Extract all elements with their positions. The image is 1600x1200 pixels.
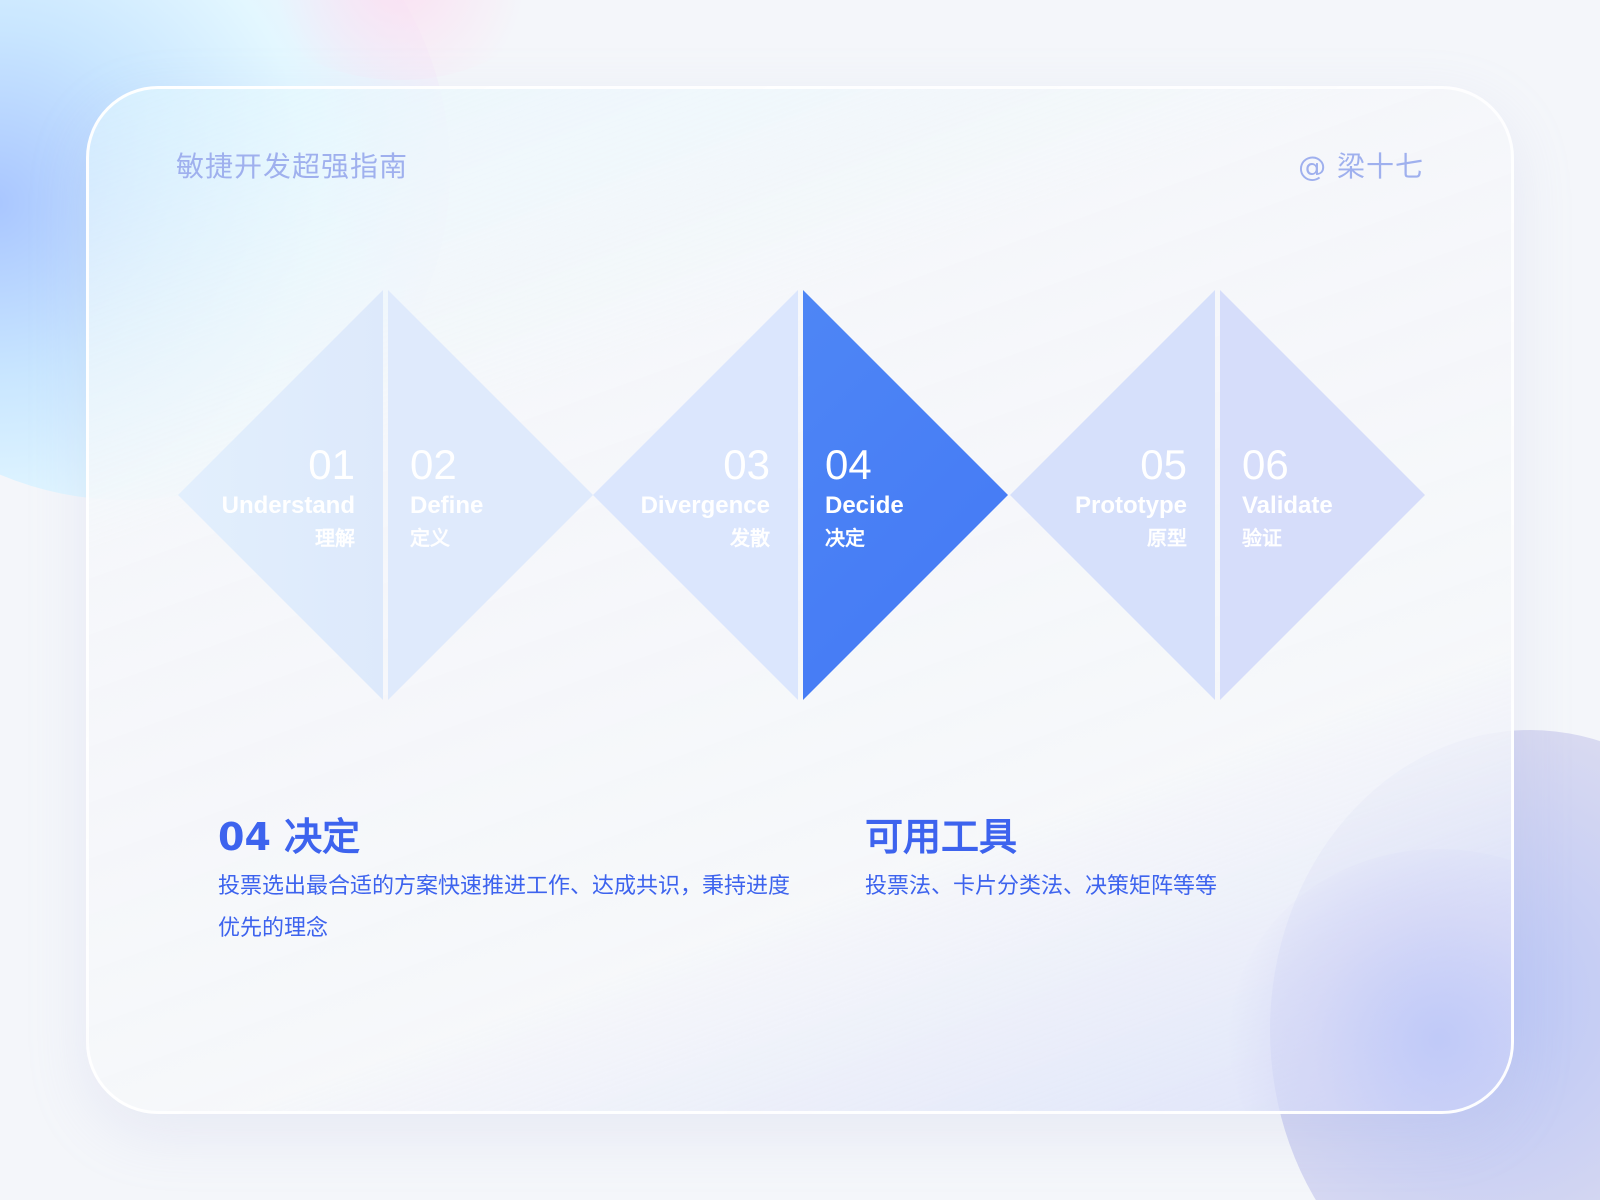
step-label-en: Understand <box>221 492 355 519</box>
step-number: 06 <box>1242 441 1289 488</box>
step-label-cn: 原型 <box>1147 526 1187 550</box>
step-number: 04 <box>825 441 872 488</box>
tools-body: 投票法、卡片分类法、决策矩阵等等 <box>865 874 1218 899</box>
step-number: 01 <box>308 441 355 488</box>
detail-title: 04 决定 <box>218 815 361 859</box>
step-label-cn: 发散 <box>730 526 770 550</box>
step-label-en: Divergence <box>640 492 770 519</box>
brand-title: 敏捷开发超强指南 <box>176 150 409 183</box>
author-credit: @ 梁十七 <box>1298 150 1424 183</box>
step-label-cn: 验证 <box>1242 526 1282 550</box>
step-number: 03 <box>723 441 770 488</box>
step-label-en: Decide <box>825 492 904 519</box>
step-label-cn: 定义 <box>410 526 450 550</box>
detail-body: 投票选出最合适的方案快速推进工作、达成共识，秉持进度优先的理念 <box>218 874 791 941</box>
step-label-en: Prototype <box>1074 492 1187 519</box>
tools-title: 可用工具 <box>865 815 1018 859</box>
step-number: 02 <box>410 441 457 488</box>
step-number: 05 <box>1140 441 1187 488</box>
step-label-en: Define <box>410 492 484 519</box>
step-label-en: Validate <box>1242 492 1333 519</box>
step-label-cn: 理解 <box>315 526 355 550</box>
step-label-cn: 决定 <box>825 526 865 550</box>
